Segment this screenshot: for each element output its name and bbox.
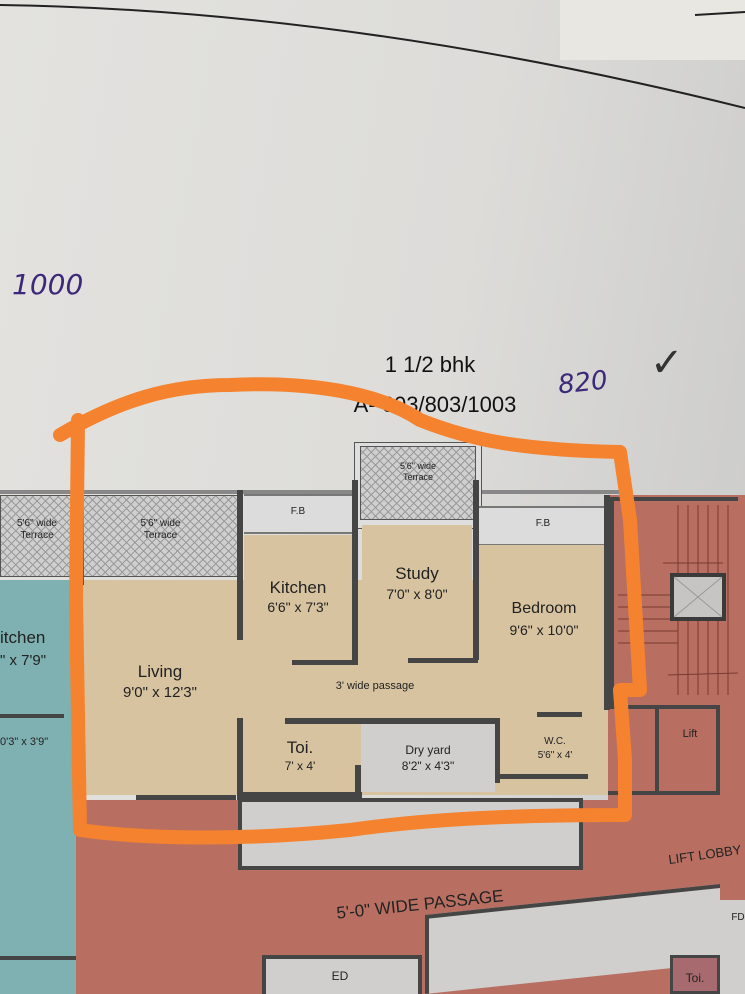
- dry-yard-name: Dry yard: [405, 743, 451, 757]
- neighbor-room-size: 0'3" x 3'9": [0, 736, 49, 748]
- bedroom-size: 9'6" x 10'0": [509, 622, 579, 638]
- living-name: Living: [137, 662, 183, 681]
- passage-label: 3' wide passage: [335, 680, 415, 692]
- study-size: 7'0" x 8'0": [386, 586, 448, 602]
- wall: [355, 765, 361, 800]
- wall: [537, 712, 582, 717]
- wall: [237, 792, 362, 798]
- wall: [237, 490, 243, 640]
- staircase-lines: [610, 497, 739, 707]
- plan-top-line: [0, 490, 620, 494]
- flat-floor: [80, 580, 608, 795]
- bedroom-name: Bedroom: [511, 600, 577, 617]
- terrace-left: 5'6" wide Terrace: [82, 495, 239, 577]
- neighbor-flat: [0, 580, 76, 994]
- wall: [473, 480, 479, 660]
- study-floor: [362, 525, 472, 585]
- toilet-bottom: [670, 955, 720, 994]
- flower-bed-bedroom: F.B: [478, 506, 608, 546]
- wall: [237, 718, 243, 800]
- dry-yard-size: 8'2" x 4'3": [401, 759, 455, 773]
- wall: [136, 795, 236, 800]
- terrace-study: 5'6" wide Terrace: [360, 446, 476, 520]
- ed-room: [262, 955, 422, 994]
- checkmark-icon: ✓: [650, 340, 684, 386]
- neighbor-kitchen-name: itchen: [0, 628, 46, 647]
- toilet-bottom-label: Toi.: [685, 971, 705, 985]
- neighbor-terrace: 5'6" wide Terrace: [0, 495, 74, 577]
- wall: [498, 774, 588, 779]
- dry-yard-floor: [361, 724, 495, 792]
- kitchen-size: 6'6" x 7'3": [267, 599, 329, 615]
- unit-type-title: 1 1/2 bhk: [384, 352, 476, 377]
- wall: [655, 705, 659, 795]
- wall: [408, 658, 478, 663]
- fd-area: [720, 900, 745, 994]
- flower-bed-kitchen: F.B: [244, 494, 352, 534]
- ed-label: ED: [331, 969, 349, 983]
- wall: [604, 495, 610, 710]
- handwritten-1000: 1000: [12, 268, 84, 301]
- lift-label: Lift: [682, 728, 698, 740]
- fd-label: FD: [731, 912, 745, 923]
- study-name: Study: [395, 564, 439, 583]
- toilet-size: 7' x 4': [284, 759, 316, 773]
- wall: [0, 956, 76, 960]
- wall: [352, 480, 358, 660]
- page-corner: [560, 0, 745, 60]
- wall: [285, 718, 498, 724]
- wc-size: 5'6" x 4': [537, 750, 573, 761]
- neighbor-kitchen-size: " x 7'9": [0, 652, 47, 669]
- wall: [292, 660, 358, 665]
- kitchen-floor: [244, 535, 352, 585]
- wall: [0, 714, 64, 718]
- wc-name: W.C.: [544, 736, 566, 747]
- wall: [495, 718, 500, 783]
- toilet-name: Toi.: [286, 738, 314, 757]
- bedroom-floor: [478, 545, 608, 585]
- living-size: 9'0" x 12'3": [123, 684, 197, 701]
- kitchen-name: Kitchen: [269, 578, 327, 597]
